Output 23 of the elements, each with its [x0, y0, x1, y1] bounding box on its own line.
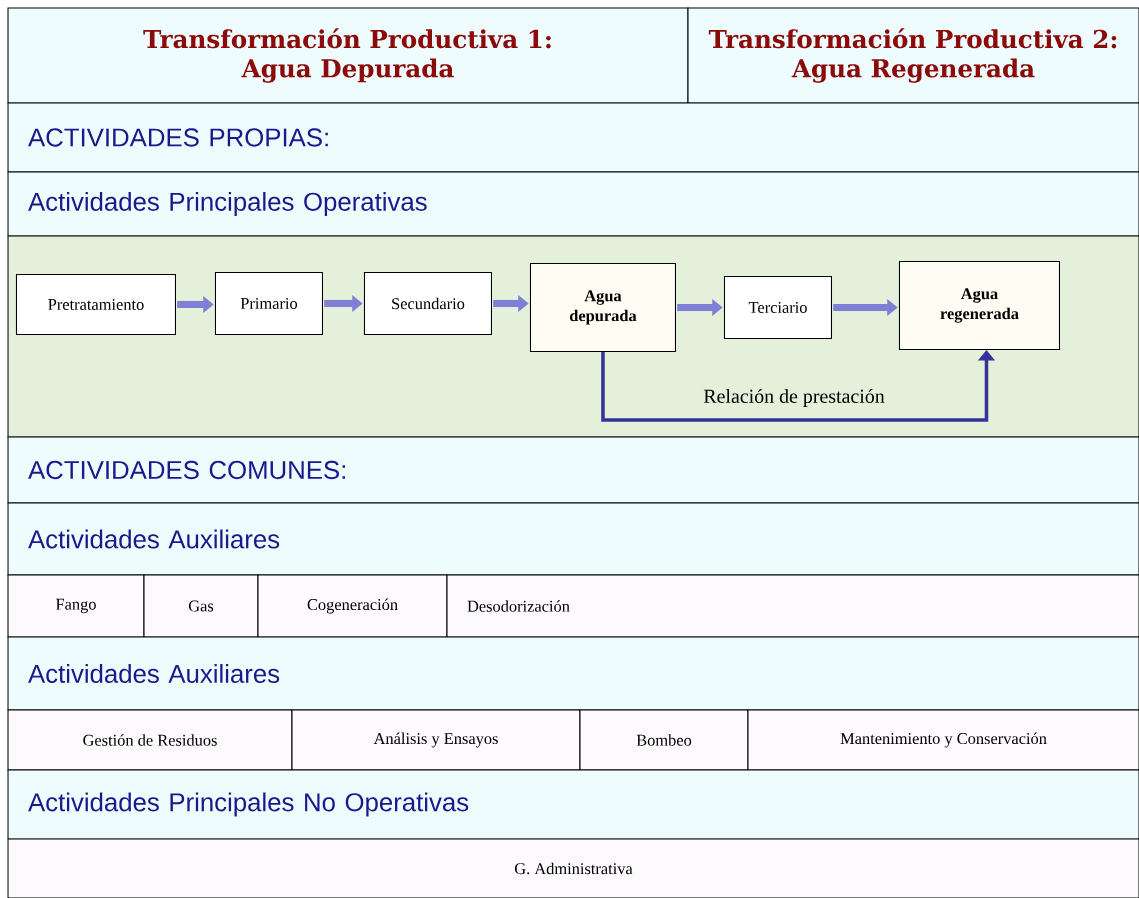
activity-cell: Fango [7, 574, 145, 638]
section-band: ACTIVIDADES COMUNES: [7, 436, 1139, 504]
activity-cell: Gestión de Residuos [7, 709, 293, 771]
activity-cell: Gas [143, 574, 259, 638]
header-cell: Transformación Productiva 1: Agua Depurada [7, 7, 689, 104]
section-band: Actividades Auxiliares [7, 636, 1139, 711]
activity-cell: Cogeneración [257, 574, 448, 638]
edge-label: Relación de prestación [702, 387, 886, 409]
section-band: ACTIVIDADES PROPIAS: [7, 102, 1139, 173]
product-box: Agua regenerada [898, 260, 1060, 350]
section-band: Actividades Principales Operativas [7, 171, 1139, 237]
activity-cell: G. Administrativa [7, 838, 1139, 898]
process-box: Pretratamiento [15, 273, 176, 335]
activity-cell: Análisis y Ensayos [291, 709, 581, 771]
product-box: Agua depurada [529, 262, 676, 352]
node-label: Transformación Productiva 2: Agua Regenerada [708, 28, 1117, 83]
process-box: Terciario [723, 275, 832, 339]
section-band: Actividades Auxiliares [7, 502, 1139, 576]
process-box: Secundario [363, 271, 492, 335]
activity-cell: Bombeo [579, 709, 749, 771]
process-box: Primario [214, 271, 323, 335]
section-band: Actividades Principales No Operativas [7, 769, 1139, 840]
header-cell: Transformación Productiva 2: Agua Regenerada [687, 7, 1139, 104]
